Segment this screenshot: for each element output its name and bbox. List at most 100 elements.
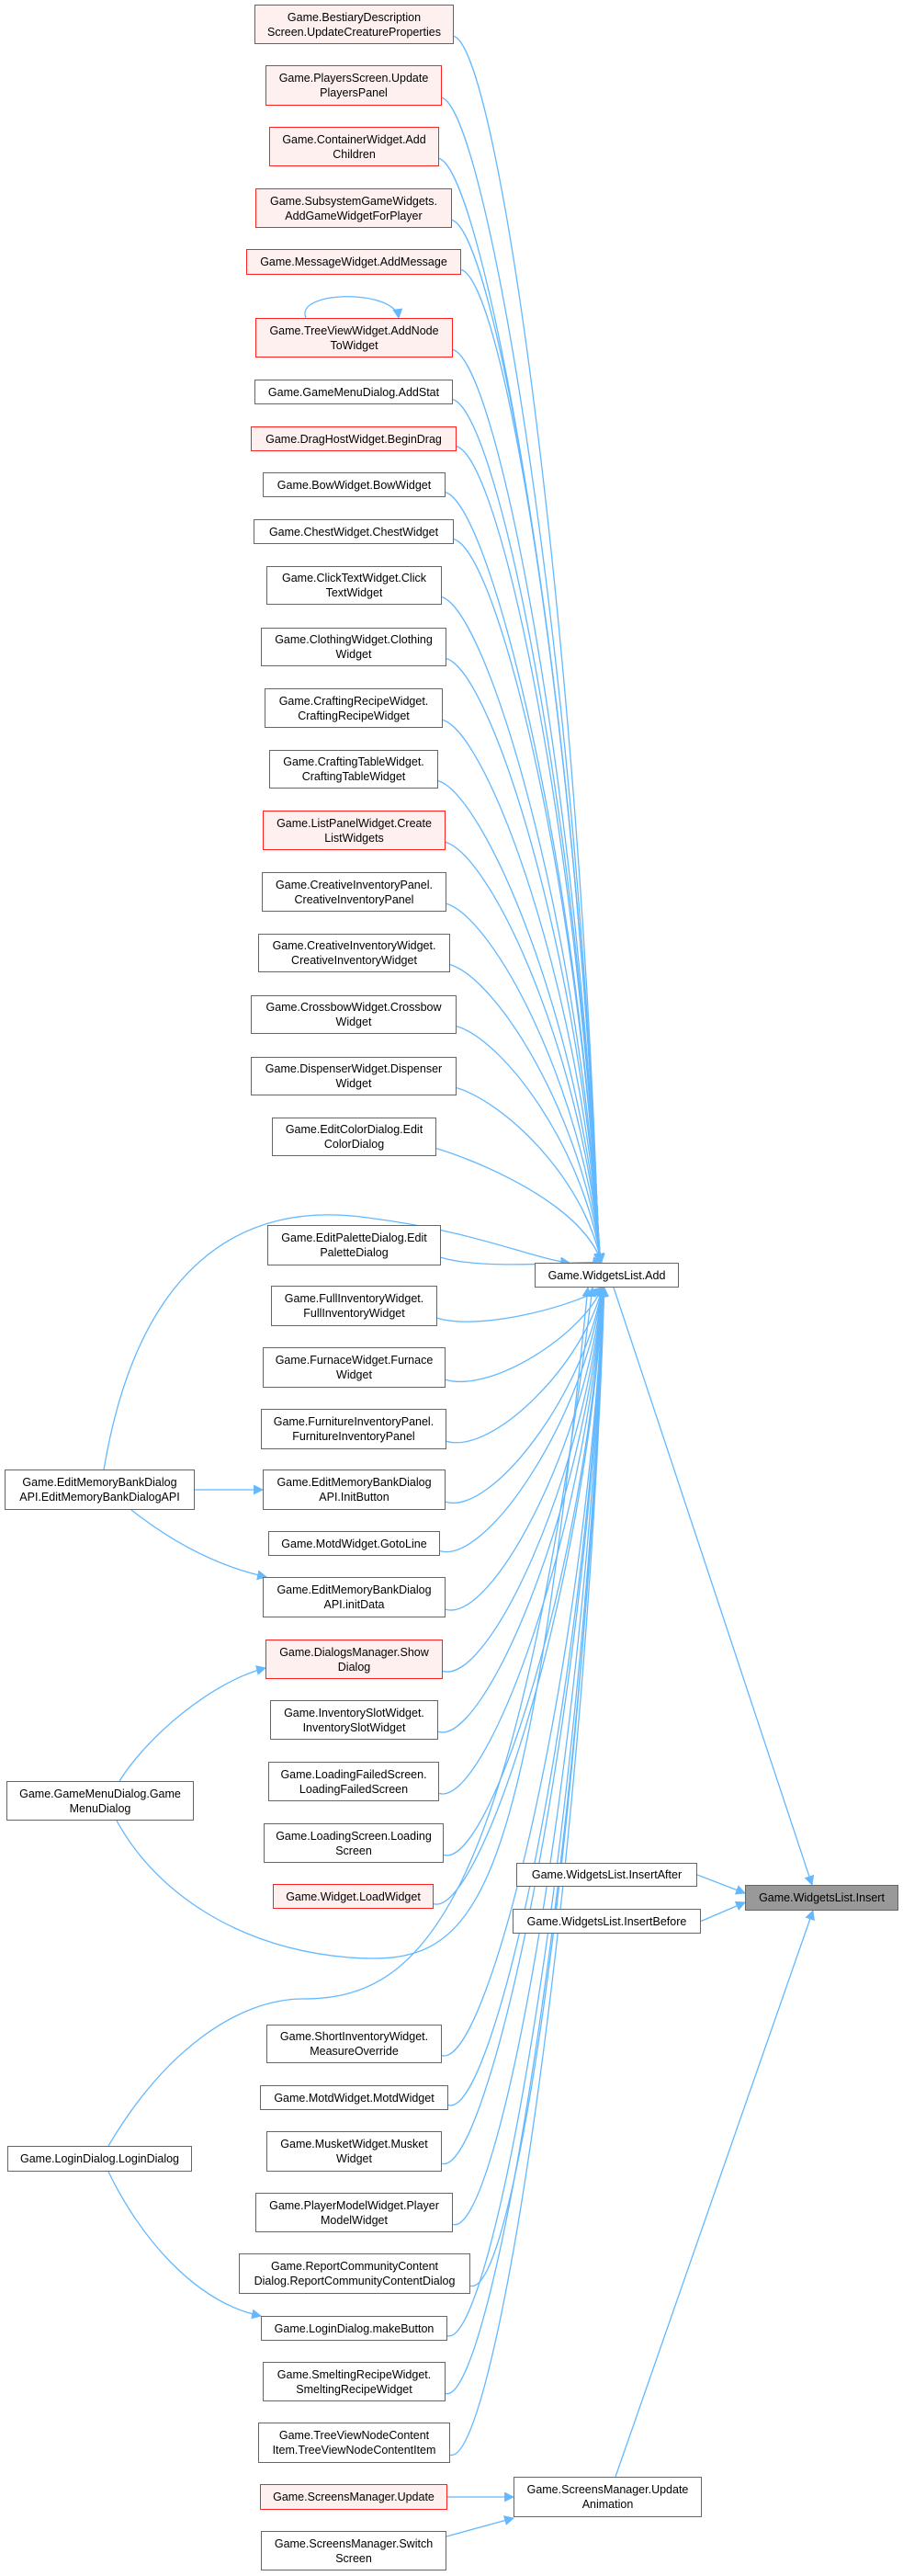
graph-node[interactable]: Game.WidgetsList.InsertBefore — [513, 1909, 701, 1934]
graph-edge — [130, 1509, 268, 1581]
graph-edge — [445, 841, 605, 1265]
graph-edge — [452, 398, 604, 1265]
graph-node[interactable]: Game.ClickTextWidget.Click TextWidget — [266, 566, 442, 605]
graph-edge — [456, 1025, 605, 1265]
graph-edge — [436, 1287, 603, 1322]
graph-edge — [443, 1286, 608, 1856]
graph-node[interactable]: Game.PlayersScreen.Update PlayersPanel — [265, 65, 442, 106]
graph-edge — [449, 963, 605, 1265]
graph-node[interactable]: Game.BestiaryDescription Screen.UpdateCr… — [254, 5, 454, 44]
graph-edge — [441, 1286, 609, 2164]
graph-edge — [442, 719, 605, 1265]
graph-node[interactable]: Game.SubsystemGameWidgets. AddGameWidget… — [255, 188, 452, 228]
graph-node[interactable]: Game.MessageWidget.AddMessage — [246, 249, 461, 275]
graph-edge — [442, 1286, 607, 1673]
graph-node[interactable]: Game.TreeViewNodeContent Item.TreeViewNo… — [258, 2423, 450, 2463]
graph-node[interactable]: Game.CreativeInventoryPanel. CreativeInv… — [262, 872, 446, 912]
graph-edge — [613, 1287, 815, 1887]
graph-node[interactable]: Game.ListPanelWidget.Create ListWidgets — [263, 811, 446, 850]
graph-edge — [456, 445, 605, 1265]
graph-node[interactable]: Game.ShortInventoryWidget. MeasureOverri… — [266, 2025, 442, 2063]
graph-node[interactable]: Game.MotdWidget.MotdWidget — [260, 2085, 448, 2110]
graph-edge — [453, 538, 605, 1265]
graph-edge — [438, 1286, 608, 1795]
graph-edge — [446, 902, 605, 1265]
graph-edge — [446, 2515, 515, 2537]
graph-node[interactable]: Game.TreeViewWidget.AddNode ToWidget — [255, 318, 453, 357]
graph-edge — [447, 1286, 608, 2106]
graph-edge — [446, 657, 605, 1265]
graph-edge — [700, 1901, 747, 1923]
graph-node[interactable]: Game.WidgetsList.Insert — [745, 1885, 898, 1911]
graph-node[interactable]: Game.DragHostWidget.BeginDrag — [251, 426, 457, 451]
graph-node[interactable]: Game.WidgetsList.InsertAfter — [516, 1863, 697, 1887]
graph-node[interactable]: Game.FurnitureInventoryPanel. FurnitureI… — [261, 1409, 446, 1449]
graph-edge — [456, 1086, 605, 1265]
graph-edge — [437, 1286, 607, 1733]
graph-node[interactable]: Game.PlayerModelWidget.Player ModelWidge… — [255, 2193, 453, 2232]
graph-node[interactable]: Game.LoginDialog.LoginDialog — [7, 2146, 192, 2172]
graph-node[interactable]: Game.CrossbowWidget.Crossbow Widget — [251, 995, 457, 1034]
graph-edge — [441, 596, 605, 1265]
graph-node[interactable]: Game.DispenserWidget.Dispenser Widget — [251, 1057, 457, 1095]
graph-edge — [452, 348, 604, 1265]
graph-node[interactable]: Game.EditPaletteDialog.Edit PaletteDialo… — [267, 1225, 441, 1265]
graph-node[interactable]: Game.MotdWidget.GotoLine — [268, 1531, 440, 1556]
graph-node[interactable]: Game.InventorySlotWidget. InventorySlotW… — [270, 1700, 438, 1740]
graph-edge — [445, 1286, 604, 1382]
graph-edge — [449, 1286, 610, 2456]
graph-edge — [441, 96, 604, 1265]
graph-edge — [460, 268, 604, 1265]
graph-edge — [446, 1286, 605, 1444]
graph-node[interactable]: Game.DialogsManager.Show Dialog — [265, 1640, 443, 1679]
graph-node[interactable]: Game.LoginDialog.makeButton — [261, 2316, 447, 2341]
graph-edge — [304, 296, 403, 320]
graph-node[interactable]: Game.SmeltingRecipeWidget. SmeltingRecip… — [263, 2362, 446, 2401]
graph-node[interactable]: Game.ChestWidget.ChestWidget — [254, 519, 454, 544]
graph-edge — [440, 1256, 604, 1267]
graph-edge — [452, 1286, 609, 2226]
graph-node[interactable]: Game.EditColorDialog.Edit ColorDialog — [272, 1118, 436, 1156]
graph-node[interactable]: Game.GameMenuDialog.Game MenuDialog — [6, 1781, 194, 1821]
graph-node[interactable]: Game.WidgetsList.Add — [535, 1263, 679, 1288]
graph-edge — [696, 1874, 747, 1895]
graph-node[interactable]: Game.LoadingScreen.Loading Screen — [264, 1823, 444, 1863]
graph-node[interactable]: Game.CraftingRecipeWidget. CraftingRecip… — [265, 688, 443, 728]
graph-edge — [439, 1286, 606, 1553]
graph-node[interactable]: Game.MusketWidget.Musket Widget — [266, 2131, 442, 2172]
graph-node[interactable]: Game.ScreensManager.Switch Screen — [261, 2531, 446, 2570]
graph-edge — [107, 1286, 597, 2147]
graph-node[interactable]: Game.CreativeInventoryWidget. CreativeIn… — [258, 934, 450, 972]
graph-node[interactable]: Game.BowWidget.BowWidget — [263, 472, 446, 497]
graph-edge — [445, 1286, 606, 1504]
graph-edge — [119, 1665, 267, 1782]
graph-edge — [103, 1214, 571, 1470]
graph-node[interactable]: Game.EditMemoryBankDialog API.EditMemory… — [5, 1470, 195, 1510]
graph-edge — [445, 1286, 609, 2395]
graph-node[interactable]: Game.ContainerWidget.Add Children — [269, 127, 439, 166]
graph-edge — [445, 1286, 607, 1611]
graph-edge — [441, 1286, 608, 2057]
graph-node[interactable]: Game.EditMemoryBankDialog API.initData — [263, 1577, 446, 1617]
graph-edge — [437, 779, 605, 1265]
graph-node[interactable]: Game.ScreensManager.Update Animation — [514, 2477, 702, 2517]
graph-node[interactable]: Game.FurnaceWidget.Furnace Widget — [263, 1347, 446, 1388]
graph-edge — [107, 2171, 263, 2320]
graph-edge — [438, 157, 604, 1265]
graph-node[interactable]: Game.ScreensManager.Update — [260, 2484, 447, 2510]
graph-edge — [451, 219, 604, 1265]
graph-node[interactable]: Game.FullInventoryWidget. FullInventoryW… — [271, 1286, 437, 1326]
graph-node[interactable]: Game.ReportCommunityContent Dialog.Repor… — [239, 2253, 470, 2294]
graph-edge — [615, 1909, 815, 2478]
graph-node[interactable]: Game.ClothingWidget.Clothing Widget — [261, 628, 446, 666]
graph-node[interactable]: Game.Widget.LoadWidget — [273, 1884, 434, 1909]
graph-node[interactable]: Game.CraftingTableWidget. CraftingTableW… — [269, 750, 438, 789]
graph-edge — [446, 1286, 609, 2337]
graph-node[interactable]: Game.EditMemoryBankDialog API.InitButton — [263, 1470, 446, 1510]
graph-edge — [453, 35, 604, 1265]
graph-edge — [116, 1286, 593, 1959]
graph-node[interactable]: Game.GameMenuDialog.AddStat — [254, 380, 453, 404]
graph-node[interactable]: Game.LoadingFailedScreen. LoadingFailedS… — [268, 1762, 439, 1801]
